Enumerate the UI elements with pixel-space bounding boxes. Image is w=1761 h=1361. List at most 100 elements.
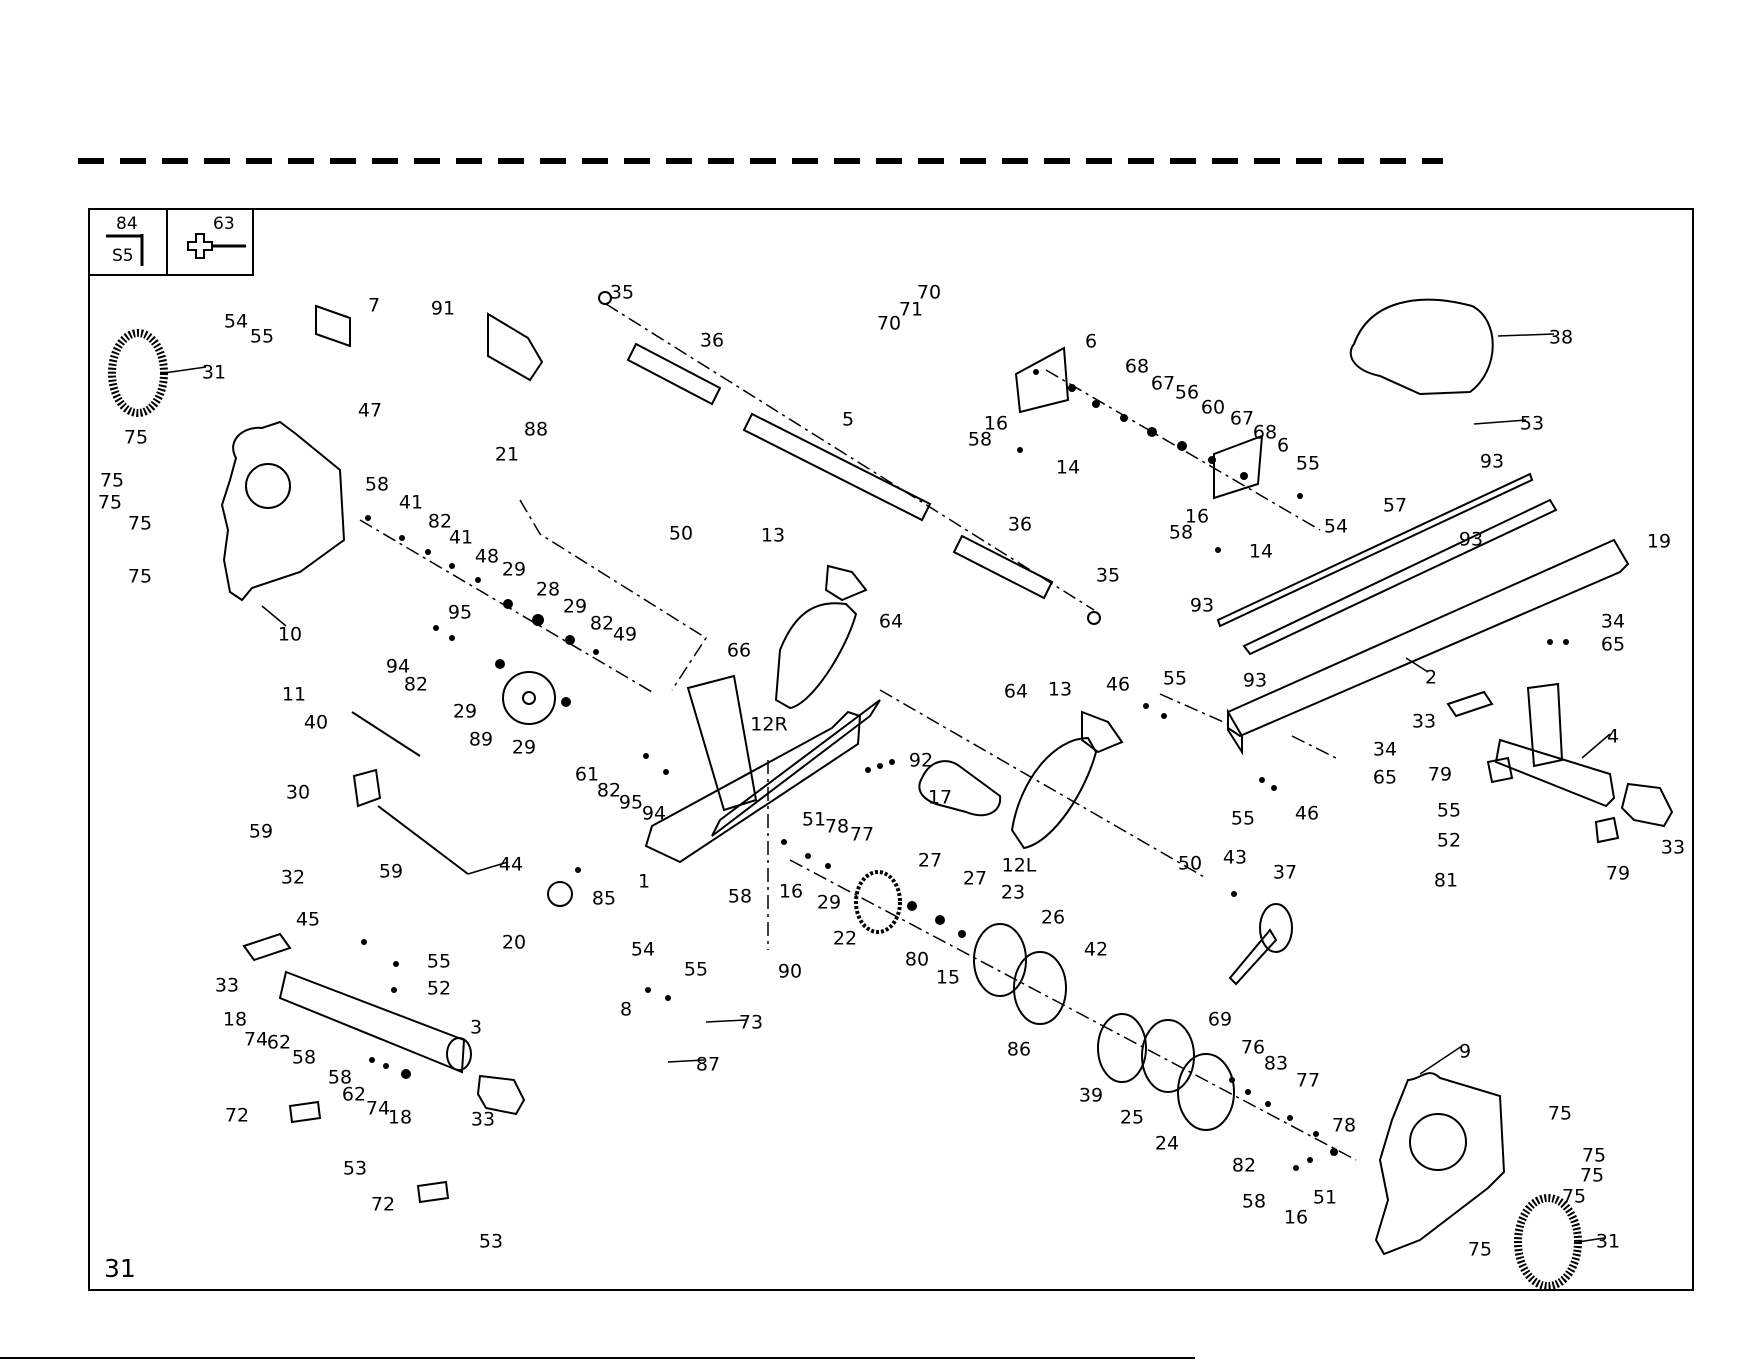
callout-38: 38 — [1549, 327, 1573, 349]
callout-29: 29 — [453, 701, 477, 723]
rail-57 — [1242, 498, 1558, 656]
bottom-rule — [0, 1357, 1195, 1359]
leader-87 — [667, 1059, 705, 1063]
callout-27: 27 — [918, 850, 942, 872]
callout-78: 78 — [825, 816, 849, 838]
callout-58: 58 — [365, 474, 389, 496]
callout-50: 50 — [1178, 853, 1202, 875]
callout-31: 31 — [1596, 1231, 1620, 1253]
post-4-shape — [1526, 682, 1564, 768]
wheel-39 — [1097, 1013, 1147, 1083]
callout-78: 78 — [1332, 1115, 1356, 1137]
callout-21: 21 — [495, 444, 519, 466]
leader-73 — [705, 1019, 747, 1023]
tool-legend-divider — [166, 208, 168, 274]
callout-27: 27 — [963, 868, 987, 890]
tool-legend: 84 S5 63 — [88, 208, 254, 276]
bracket-6-top — [1014, 346, 1070, 414]
ring-right — [1514, 1194, 1582, 1290]
callout-48: 48 — [475, 546, 499, 568]
wheel-37 — [1259, 903, 1293, 953]
bracket-7-shape — [315, 304, 351, 348]
axle-5-shape — [742, 412, 932, 522]
callout-5: 5 — [842, 409, 854, 431]
callout-37: 37 — [1273, 862, 1297, 884]
bracket-6-bottom — [1213, 434, 1264, 500]
foot-79-b — [1594, 816, 1620, 844]
callout-75: 75 — [100, 470, 124, 492]
callout-67: 67 — [1230, 408, 1254, 430]
callout-55: 55 — [684, 959, 708, 981]
callout-13: 13 — [761, 525, 785, 547]
callout-34: 34 — [1373, 739, 1397, 761]
callout-58: 58 — [968, 429, 992, 451]
callout-16: 16 — [1284, 1207, 1308, 1229]
callout-95: 95 — [619, 792, 643, 814]
callout-95: 95 — [448, 602, 472, 624]
callout-36: 36 — [1008, 514, 1032, 536]
disc-25 — [1141, 1019, 1195, 1093]
callout-41: 41 — [449, 527, 473, 549]
callout-55: 55 — [1231, 808, 1255, 830]
callout-75: 75 — [128, 513, 152, 535]
callout-80: 80 — [905, 949, 929, 971]
callout-65: 65 — [1601, 634, 1625, 656]
callout-82: 82 — [404, 674, 428, 696]
page-number: 31 — [104, 1254, 136, 1283]
housing-right-hub — [1409, 1113, 1467, 1171]
callout-35: 35 — [610, 282, 634, 304]
pedal-13-top — [824, 564, 868, 602]
callout-11: 11 — [282, 684, 306, 706]
callout-39: 39 — [1079, 1085, 1103, 1107]
callout-51: 51 — [802, 809, 826, 831]
leader-38 — [1497, 333, 1555, 337]
callout-56: 56 — [1175, 382, 1199, 404]
callout-8: 8 — [620, 999, 632, 1021]
callout-16: 16 — [984, 413, 1008, 435]
callout-29: 29 — [502, 559, 526, 581]
callout-74: 74 — [366, 1098, 390, 1120]
callout-83: 83 — [1264, 1053, 1288, 1075]
exploded-diagram-frame — [88, 208, 1694, 1291]
callout-64: 64 — [879, 611, 903, 633]
callout-70: 70 — [917, 282, 941, 304]
callout-10: 10 — [278, 624, 302, 646]
callout-23: 23 — [1001, 882, 1025, 904]
leader-44 — [467, 861, 509, 875]
callout-75: 75 — [98, 492, 122, 514]
callout-74: 74 — [244, 1029, 268, 1051]
tube-36-top — [626, 342, 722, 406]
callout-93: 93 — [1459, 529, 1483, 551]
endcap-33-right — [1620, 782, 1674, 828]
callout-33: 33 — [215, 975, 239, 997]
callout-43: 43 — [1223, 847, 1247, 869]
callout-52: 52 — [427, 978, 451, 1000]
callout-55: 55 — [1296, 453, 1320, 475]
sprocket-22 — [854, 870, 902, 934]
callout-76: 76 — [1241, 1037, 1265, 1059]
callout-1: 1 — [638, 871, 650, 893]
callout-87: 87 — [696, 1054, 720, 1076]
callout-54: 54 — [1324, 516, 1348, 538]
callout-34: 34 — [1601, 611, 1625, 633]
disc-26 — [1013, 951, 1067, 1025]
foot-79-a — [1486, 756, 1514, 784]
callout-73: 73 — [739, 1012, 763, 1034]
callout-44: 44 — [499, 854, 523, 876]
housing-right-shape — [1374, 1072, 1506, 1256]
callout-58: 58 — [292, 1047, 316, 1069]
callout-64: 64 — [1004, 681, 1028, 703]
hardware-dots — [361, 369, 1569, 1171]
guide-line-i — [1291, 735, 1341, 761]
callout-53: 53 — [479, 1231, 503, 1253]
callout-45: 45 — [296, 909, 320, 931]
cable-44 — [377, 805, 469, 875]
callout-36: 36 — [700, 330, 724, 352]
callout-70: 70 — [877, 313, 901, 335]
callout-29: 29 — [817, 892, 841, 914]
callout-94: 94 — [386, 656, 410, 678]
pulley-89 — [502, 671, 556, 725]
callout-90: 90 — [778, 961, 802, 983]
pedal-12R-shape — [774, 602, 858, 710]
